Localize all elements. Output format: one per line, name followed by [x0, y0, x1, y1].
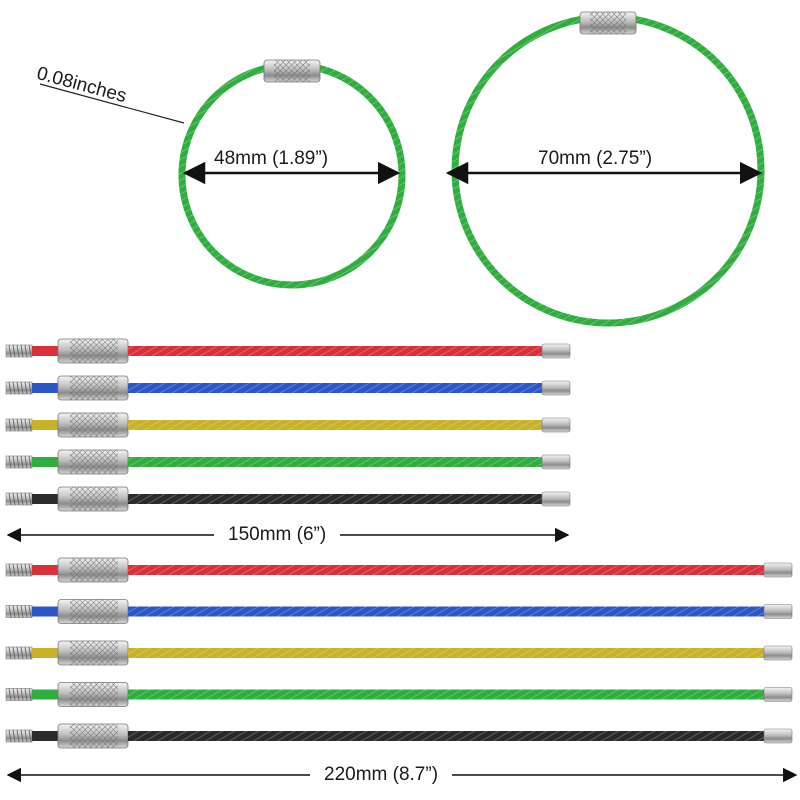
knurled-barrel — [57, 449, 129, 475]
end-cap — [763, 562, 793, 578]
screw-tip — [5, 381, 33, 395]
knurled-barrel — [57, 557, 129, 583]
screw-tip — [5, 605, 33, 618]
screw-tip — [5, 646, 33, 660]
knurled-barrel — [57, 640, 129, 666]
screw-tip — [5, 344, 33, 358]
screw-tip — [5, 729, 33, 743]
end-cap — [763, 604, 793, 619]
short-cable-set — [5, 338, 571, 512]
short-cable-blue — [5, 375, 571, 401]
end-cap — [763, 687, 793, 702]
long-cable-blue — [5, 599, 793, 624]
thickness-leader-line — [39, 83, 185, 124]
large-ring-clasp — [579, 11, 637, 35]
end-cap — [541, 417, 571, 433]
screw-tip — [5, 563, 33, 577]
screw-tip — [5, 418, 33, 432]
end-cap — [763, 645, 793, 661]
short-cable-green — [5, 449, 571, 475]
screw-tip — [5, 688, 33, 701]
long-cable-set — [5, 557, 793, 749]
short-cable-black — [5, 486, 571, 512]
knurled-barrel — [57, 599, 129, 624]
knurled-barrel — [57, 338, 129, 364]
end-cap — [541, 380, 571, 396]
screw-tip — [5, 455, 33, 469]
long-cable-black — [5, 723, 793, 749]
small-ring-diameter-label: 48mm (1.89”) — [214, 148, 329, 169]
short-cable-red — [5, 338, 571, 364]
end-cap — [541, 491, 571, 507]
short-cable-length-label: 150mm (6”) — [214, 524, 341, 546]
knurled-barrel — [57, 723, 129, 749]
long-cable-red — [5, 557, 793, 583]
screw-tip — [5, 492, 33, 506]
small-ring-clasp — [263, 59, 321, 83]
knurled-barrel — [57, 412, 129, 438]
knurled-barrel — [57, 375, 129, 401]
long-cable-length-label: 220mm (8.7”) — [310, 764, 453, 786]
end-cap — [541, 454, 571, 470]
long-cable-yellow — [5, 640, 793, 666]
small-ring — [178, 59, 406, 289]
large-ring-diameter-label: 70mm (2.75”) — [538, 148, 653, 169]
short-cable-yellow — [5, 412, 571, 438]
end-cap — [541, 343, 571, 359]
long-cable-green — [5, 682, 793, 707]
end-cap — [763, 728, 793, 744]
knurled-barrel — [57, 486, 129, 512]
knurled-barrel — [57, 682, 129, 707]
